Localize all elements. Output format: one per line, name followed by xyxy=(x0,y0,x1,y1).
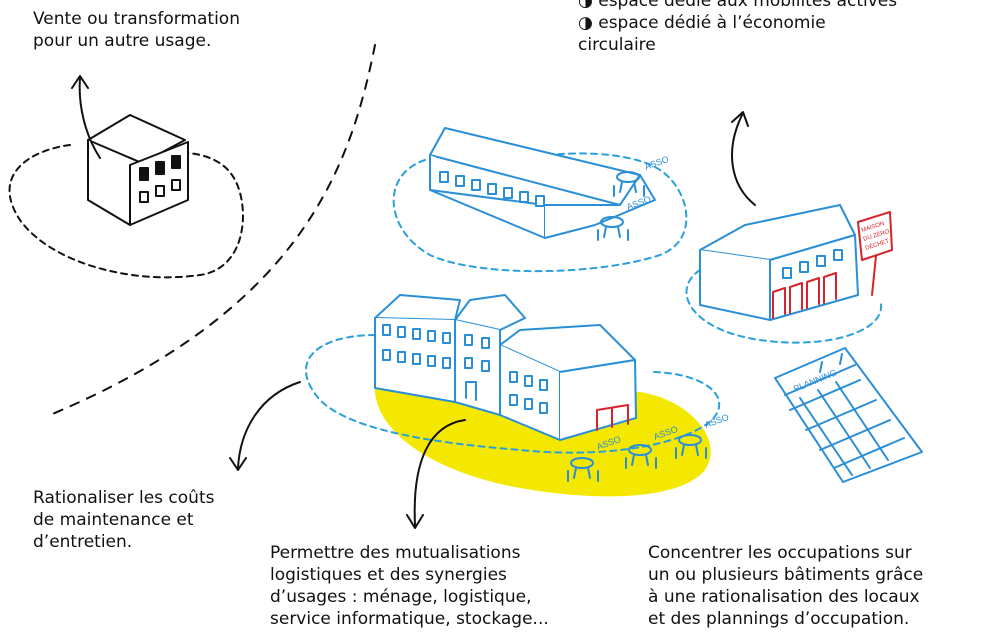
caption-bottom-right-line-3: à une rationalisation des locaux xyxy=(648,587,920,607)
main-building-complex xyxy=(374,294,637,441)
picnic-table-2 xyxy=(597,216,629,241)
caption-bottom-right-line-4: et des plannings d’occupation. xyxy=(648,609,910,629)
caption-top-left-line-1: Vente ou transformation xyxy=(33,9,240,29)
lot-dashed-outline-left xyxy=(8,144,244,279)
zero-waste-sign xyxy=(857,211,893,296)
caption-bottom-center: Permettre des mutualisations logistiques… xyxy=(270,542,549,630)
caption-left: Rationaliser les coûts de maintenance et… xyxy=(33,487,214,553)
caption-bottom-right-line-1: Concentrer les occupations sur xyxy=(648,543,912,563)
lot-dashed-outline-center xyxy=(305,334,721,454)
asso-label-5: ASSO xyxy=(703,412,730,430)
caption-left-line-1: Rationaliser les coûts xyxy=(33,488,215,508)
warehouse-building xyxy=(429,127,656,239)
caption-bottom-center-line-2: logistiques et des synergies xyxy=(270,565,507,585)
lot-dashed-outline-top xyxy=(392,152,688,273)
caption-top-left: Vente ou transformation pour un autre us… xyxy=(33,8,240,52)
divider-dashed-line xyxy=(49,44,376,416)
arrow-down-left xyxy=(229,381,301,471)
picnic-table-3 xyxy=(567,457,599,482)
lot-dashed-outline-right xyxy=(685,269,883,344)
planning-calendar xyxy=(774,347,923,483)
picnic-table-4 xyxy=(625,444,657,469)
caption-top-right: ◑ espace dédié aux mobilités actives ◑ e… xyxy=(578,0,897,56)
arrow-up-left xyxy=(71,75,101,159)
red-doors-right xyxy=(772,272,837,319)
arrow-down-center xyxy=(406,419,466,529)
picnic-table-5 xyxy=(675,434,707,459)
caption-bottom-center-line-3: d’usages : ménage, logistique, xyxy=(270,587,532,607)
arrow-up-right xyxy=(731,111,756,206)
caption-left-line-2: de maintenance et xyxy=(33,510,194,530)
asso-label-1: ASSO xyxy=(643,154,670,172)
caption-left-line-3: d’entretien. xyxy=(33,532,133,552)
caption-top-right-line-3: circulaire xyxy=(578,35,656,55)
caption-bottom-right-line-2: un ou plusieurs bâtiments grâce xyxy=(648,565,924,585)
caption-top-left-line-2: pour un autre usage. xyxy=(33,31,212,51)
caption-bottom-right: Concentrer les occupations sur un ou plu… xyxy=(648,542,923,630)
zero-waste-building xyxy=(699,204,859,321)
caption-top-right-line-1: ◑ espace dédié aux mobilités actives xyxy=(578,0,898,11)
house-for-sale xyxy=(87,114,189,226)
caption-bottom-center-line-4: service informatique, stockage... xyxy=(270,609,549,629)
caption-bottom-center-line-1: Permettre des mutualisations xyxy=(270,543,521,563)
caption-top-right-line-2: ◑ espace dédié à l’économie xyxy=(578,13,826,33)
picnic-table-1 xyxy=(613,171,645,197)
